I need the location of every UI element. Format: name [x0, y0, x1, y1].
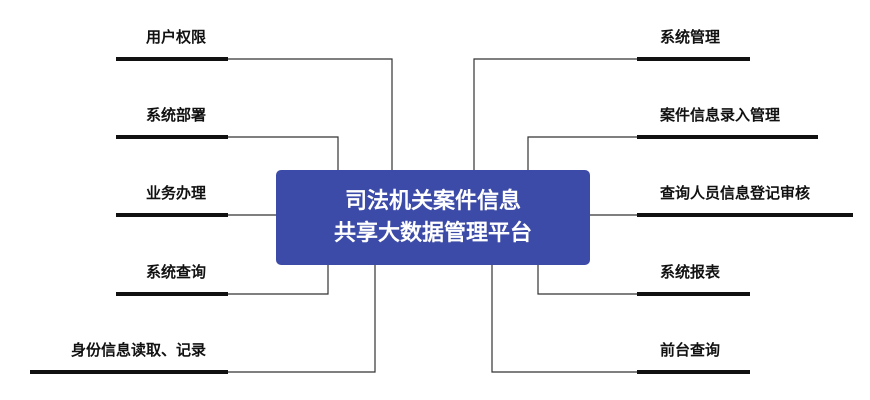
center-title-line2: 共享大数据管理平台: [334, 220, 532, 246]
connector-left-5: [228, 265, 376, 373]
right-branch-label-5: 前台查询: [660, 341, 720, 359]
connector-left-4: [228, 265, 329, 295]
center-node: [276, 170, 590, 265]
connector-left-2: [228, 136, 339, 170]
right-branch-label-1: 系统管理: [660, 28, 720, 46]
connector-right-2: [527, 136, 637, 170]
left-branch-label-4: 系统查询: [146, 263, 206, 281]
left-branch-label-3: 业务办理: [146, 184, 206, 202]
left-branch-label-2: 系统部署: [146, 106, 206, 124]
left-branch-label-1: 用户权限: [146, 28, 206, 46]
connector-right-4: [537, 265, 637, 295]
connector-left-1: [228, 58, 393, 170]
left-branch-label-5: 身份信息读取、记录: [71, 341, 206, 359]
right-branch-label-2: 案件信息录入管理: [659, 106, 780, 124]
connector-right-5: [491, 265, 637, 373]
right-branch-label-4: 系统报表: [660, 263, 721, 281]
connector-right-1: [473, 58, 637, 170]
center-title-line1: 司法机关案件信息: [345, 188, 521, 214]
right-branch-label-3: 查询人员信息登记审核: [660, 184, 810, 202]
